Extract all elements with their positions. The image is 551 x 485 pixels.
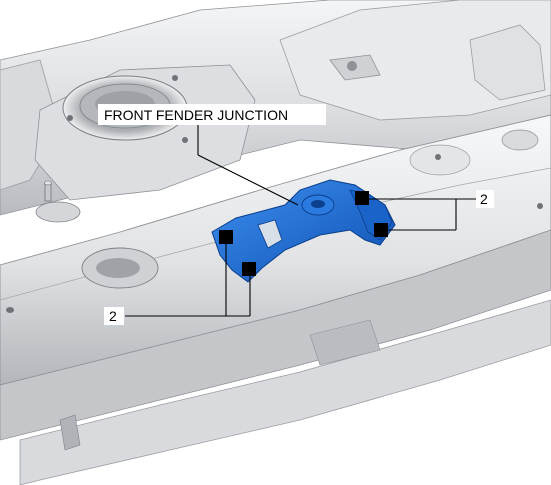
weld-marker-lower-2 <box>242 262 256 276</box>
weld-markers <box>219 191 388 276</box>
lower-callout-background <box>104 307 124 325</box>
title-label: FRONT FENDER JUNCTION <box>104 107 288 123</box>
weld-marker-lower-1 <box>219 230 233 244</box>
title-leader-diagonal <box>197 154 299 206</box>
stud-bolt <box>35 180 81 223</box>
weld-marker-upper-2 <box>374 223 388 237</box>
upper-callout-background <box>476 190 494 208</box>
callout-number-lower: 2 <box>109 308 117 324</box>
labels: FRONT FENDER JUNCTION 2 2 <box>98 104 494 325</box>
weld-marker-upper-1 <box>355 191 369 205</box>
leader-lines <box>125 125 476 317</box>
title-label-background <box>98 104 326 125</box>
callout-number-upper: 2 <box>480 191 488 207</box>
